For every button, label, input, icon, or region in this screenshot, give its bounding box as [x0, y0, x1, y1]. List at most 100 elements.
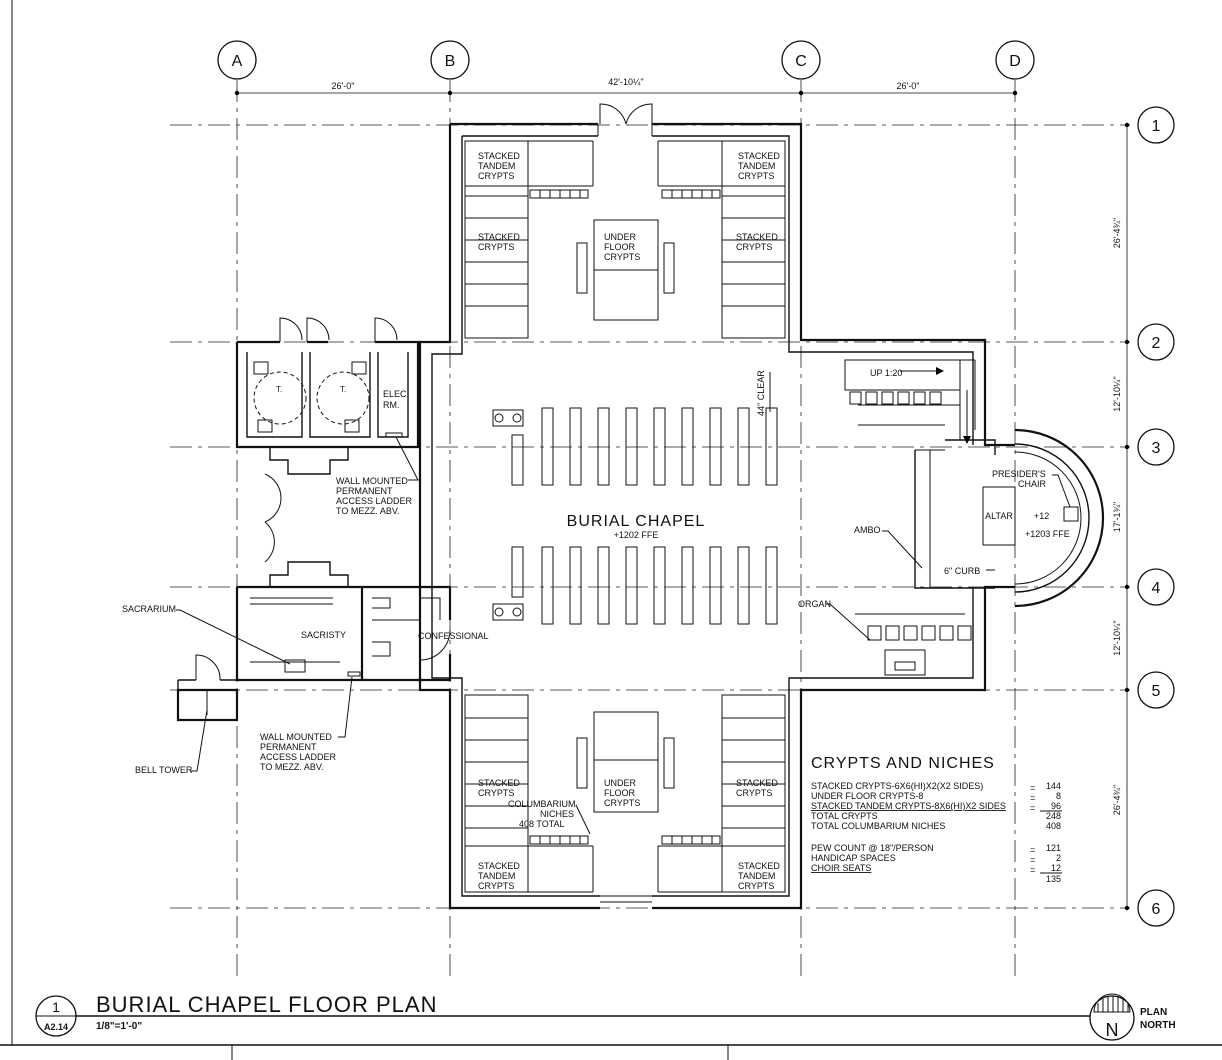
dim-text: 12'-10¼"	[1112, 376, 1122, 411]
label-stacked-tandem-ne: STACKED TANDEM CRYPTS	[738, 151, 780, 181]
grid-bubble-C: C	[781, 40, 821, 80]
svg-text:TANDEM: TANDEM	[478, 161, 515, 171]
exterior-walls	[418, 122, 1015, 910]
svg-text:248: 248	[1046, 811, 1061, 821]
schedule-row: PEW COUNT @ 18"/PERSON=121	[811, 843, 1061, 855]
svg-text:=: =	[1030, 783, 1035, 793]
svg-text:STACKED TANDEM CRYPTS-8X6(HI)X: STACKED TANDEM CRYPTS-8X6(HI)X2 SIDES	[811, 801, 1006, 811]
chapel-title: BURIAL CHAPEL	[567, 513, 706, 530]
grid-bubble-2: 2	[1137, 323, 1175, 361]
restroom-block	[235, 317, 420, 449]
svg-text:ACCESS LADDER: ACCESS LADDER	[336, 496, 413, 506]
svg-text:TANDEM: TANDEM	[478, 871, 515, 881]
chancel	[844, 359, 1079, 676]
drawing-title-block: 1 A2.14 BURIAL CHAPEL FLOOR PLAN 1/8"=1'…	[35, 992, 1090, 1037]
crypt-bank-sw	[464, 694, 594, 893]
svg-text:121: 121	[1046, 843, 1061, 853]
drawing-title: BURIAL CHAPEL FLOOR PLAN	[96, 992, 437, 1017]
label-sacrarium: SACRARIUM	[122, 604, 291, 665]
grid-bubble-6: 6	[1137, 889, 1175, 927]
svg-text:B: B	[445, 53, 456, 70]
svg-text:A: A	[232, 53, 243, 70]
svg-text:8: 8	[1056, 791, 1061, 801]
schedule-row: UNDER FLOOR CRYPTS-8 = 8	[811, 791, 1061, 803]
grid-bubble-B: B	[430, 40, 470, 80]
label-stacked-crypts-sw: STACKED CRYPTS	[478, 778, 520, 798]
svg-text:2: 2	[1056, 853, 1061, 863]
svg-text:135: 135	[1046, 874, 1061, 884]
chapel-ffe: +1202 FFE	[614, 530, 659, 540]
svg-text:COLUMBARIUM: COLUMBARIUM	[508, 799, 576, 809]
dim-text: 26'-4¾"	[1112, 218, 1122, 248]
entry-door	[599, 103, 653, 125]
west-corridor	[264, 447, 349, 587]
svg-text:CRYPTS: CRYPTS	[604, 252, 640, 262]
grid-bubble-3: 3	[1137, 428, 1175, 466]
pews	[511, 407, 778, 625]
label-presiders-chair: PRESIDER'S CHAIR	[992, 469, 1071, 508]
toilet-label: T.	[340, 385, 346, 394]
north-letter: N	[1106, 1020, 1119, 1040]
schedule-row: HANDICAP SPACES=2	[811, 853, 1061, 865]
choir-seats-bottom	[867, 625, 972, 641]
choir-seats-top	[849, 391, 942, 405]
sacristy-block	[235, 585, 452, 682]
svg-text:TANDEM: TANDEM	[738, 161, 775, 171]
label-chancel-ffe: +1203 FFE	[1025, 529, 1070, 539]
svg-text:CRYPTS: CRYPTS	[478, 788, 514, 798]
drawing-number: 1	[52, 999, 60, 1015]
svg-text:CRYPTS: CRYPTS	[738, 171, 774, 181]
label-stacked-crypts-se: STACKED CRYPTS	[736, 778, 778, 798]
dim-text: 26'-0"	[332, 81, 355, 91]
svg-text:144: 144	[1046, 781, 1061, 791]
grid-bubble-4: 4	[1137, 568, 1175, 606]
svg-text:ELEC.: ELEC.	[383, 389, 409, 399]
niche-row	[529, 189, 721, 845]
svg-text:CRYPTS: CRYPTS	[736, 242, 772, 252]
label-curb: 6" CURB	[944, 566, 995, 576]
svg-text:WALL MOUNTED: WALL MOUNTED	[336, 476, 408, 486]
svg-text:3: 3	[1152, 440, 1161, 457]
crypt-bank-ne	[657, 140, 786, 339]
svg-text:=: =	[1030, 803, 1035, 813]
svg-text:UNDER: UNDER	[604, 232, 637, 242]
ramp-label: UP 1:20	[870, 368, 902, 378]
label-bell-tower: BELL TOWER	[135, 709, 208, 775]
svg-text:5: 5	[1152, 683, 1161, 700]
dim-text: 12'-10¼"	[1112, 620, 1122, 655]
bell-tower	[176, 654, 239, 722]
clear-label: 44" CLEAR	[756, 370, 766, 416]
svg-text:FLOOR: FLOOR	[604, 242, 636, 252]
svg-text:=: =	[1030, 793, 1035, 803]
north-arrow-icon: N PLAN NORTH	[1089, 993, 1176, 1041]
svg-text:CHAIR: CHAIR	[1018, 479, 1047, 489]
label-stacked-crypts-ne: STACKED CRYPTS	[736, 232, 778, 252]
svg-text:PEW COUNT @ 18"/PERSON: PEW COUNT @ 18"/PERSON	[811, 843, 934, 853]
svg-text:CRYPTS: CRYPTS	[738, 881, 774, 891]
label-stacked-tandem-nw: STACKED TANDEM CRYPTS	[478, 151, 520, 181]
label-elec-room: ELEC. RM.	[383, 389, 409, 410]
svg-text:96: 96	[1051, 801, 1061, 811]
label-confessional: CONFESSIONAL	[418, 631, 489, 641]
dimension-right	[1124, 122, 1130, 911]
toilet-label: T.	[276, 385, 282, 394]
dim-text: 26'-4¾"	[1112, 785, 1122, 815]
svg-text:STACKED: STACKED	[736, 778, 778, 788]
grid-bubble-5: 5	[1137, 671, 1175, 709]
svg-text:1: 1	[1152, 118, 1161, 135]
schedule-row: STACKED CRYPTS-6X6(HI)X2(X2 SIDES)=144	[811, 781, 1061, 793]
svg-text:=: =	[1030, 865, 1035, 875]
ramp-arrow-icon	[900, 367, 971, 444]
label-chancel-level: +12	[1034, 511, 1049, 521]
svg-text:6" CURB: 6" CURB	[944, 566, 980, 576]
label-stacked-tandem-sw: STACKED TANDEM CRYPTS	[478, 861, 520, 891]
dimension-top	[234, 90, 1018, 96]
svg-text:STACKED: STACKED	[478, 151, 520, 161]
svg-text:ACCESS LADDER: ACCESS LADDER	[260, 752, 337, 762]
svg-text:UNDER FLOOR CRYPTS-8: UNDER FLOOR CRYPTS-8	[811, 791, 923, 801]
svg-text:CHOIR SEATS: CHOIR SEATS	[811, 863, 871, 873]
svg-text:STACKED: STACKED	[738, 151, 780, 161]
